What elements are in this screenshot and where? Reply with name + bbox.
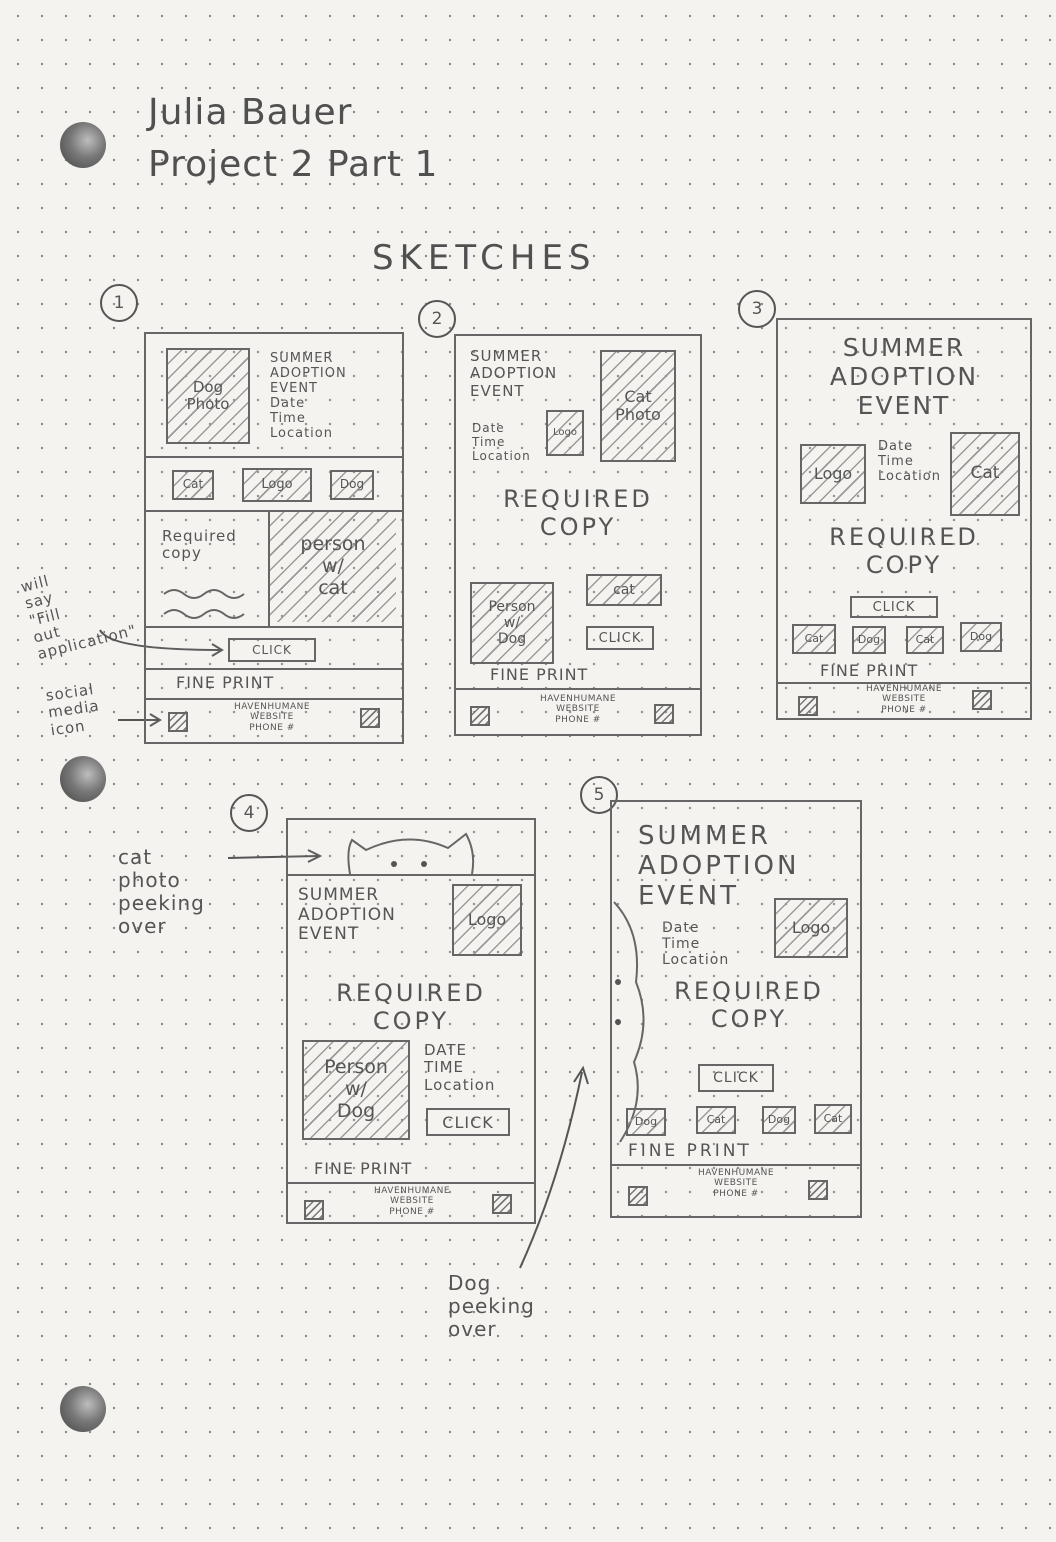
social-media-icon[interactable] — [628, 1186, 648, 1206]
cat-thumbnail: Cat — [172, 470, 214, 500]
footer-info: HAVENHUMANE WEBSITE PHONE # — [233, 702, 311, 733]
sketch-number: 5 — [580, 776, 618, 814]
click-button[interactable]: CLICK — [228, 638, 316, 662]
fine-print: FINE PRINT — [820, 661, 919, 680]
social-media-icon[interactable] — [972, 690, 992, 710]
click-button[interactable]: CLICK — [698, 1064, 774, 1092]
binder-hole — [60, 1386, 106, 1432]
author-name: Julia Bauer — [148, 92, 353, 133]
thumbnail: Cat — [696, 1106, 736, 1134]
cat-thumbnail: cat — [586, 574, 662, 606]
social-media-icon[interactable] — [470, 706, 490, 726]
event-title: SUMMER ADOPTION EVENT — [470, 347, 558, 400]
footer-info: HAVENHUMANE WEBSITE PHONE # — [697, 1168, 775, 1199]
fine-print: FINE PRINT — [490, 665, 589, 684]
required-copy: REQUIRED COPY — [503, 485, 653, 541]
event-title: SUMMER ADOPTION EVENT — [298, 885, 396, 945]
required-copy: REQUIRED COPY — [336, 979, 486, 1035]
logo-placeholder: Logo — [242, 468, 312, 502]
annotation-cat-peeking: cat photo peeking over — [118, 845, 205, 938]
project-title: Project 2 Part 1 — [148, 144, 439, 185]
dog-peeking-outline — [613, 901, 645, 1143]
fine-print: FINE PRINT — [314, 1159, 413, 1178]
footer-info: HAVENHUMANE WEBSITE PHONE # — [539, 694, 617, 725]
thumbnail: Dog — [852, 626, 886, 654]
sketch-number: 3 — [738, 290, 776, 328]
sketch-number: 4 — [230, 794, 268, 832]
required-copy: REQUIRED COPY — [829, 523, 979, 579]
thumbnail: Dog — [762, 1106, 796, 1134]
required-copy: REQUIRED COPY — [674, 977, 824, 1033]
event-details: Date Time Location — [878, 439, 941, 484]
sketch-2-frame: SUMMER ADOPTION EVENT Date Time Location… — [454, 334, 702, 736]
event-details: Date Time Location — [662, 920, 730, 969]
dog-thumbnail: Dog — [330, 470, 374, 500]
logo-placeholder: Logo — [800, 444, 866, 504]
thumbnail: Dog — [626, 1108, 666, 1136]
binder-hole — [60, 122, 106, 168]
thumbnail: Cat — [814, 1104, 852, 1134]
sketch-number: 2 — [418, 300, 456, 338]
cat-photo-placeholder: Cat — [950, 432, 1020, 516]
event-title: SUMMER ADOPTION EVENT — [638, 821, 800, 911]
person-with-dog-photo: Person w/ Dog — [470, 582, 554, 664]
sketch-1-frame: Dog Photo SUMMER ADOPTION EVENT Date Tim… — [144, 332, 404, 744]
click-button[interactable]: CLICK — [850, 596, 938, 618]
click-button[interactable]: CLICK — [586, 626, 654, 650]
event-title: SUMMER ADOPTION EVENT — [829, 333, 979, 420]
event-details: DATE TIME Location — [424, 1041, 496, 1094]
logo-placeholder: Logo — [452, 884, 522, 956]
sketch-5-frame: SUMMER ADOPTION EVENT Date Time Location… — [610, 800, 862, 1218]
event-details: SUMMER ADOPTION EVENT Date Time Location — [270, 351, 347, 441]
sketch-3-frame: SUMMER ADOPTION EVENT Logo Date Time Loc… — [776, 318, 1032, 720]
thumbnail: Cat — [906, 626, 944, 654]
dog-photo-placeholder: Dog Photo — [166, 348, 250, 444]
binder-hole — [60, 756, 106, 802]
fine-print: FINE PRINT — [176, 673, 275, 692]
social-media-icon[interactable] — [492, 1194, 512, 1214]
sketch-number: 1 — [100, 284, 138, 322]
thumbnail: Dog — [960, 622, 1002, 652]
social-media-icon[interactable] — [808, 1180, 828, 1200]
footer-info: HAVENHUMANE WEBSITE PHONE # — [865, 684, 943, 715]
event-details: Date Time Location — [472, 421, 531, 463]
annotation-dog-peeking: Dog peeking over — [448, 1271, 535, 1341]
required-copy: Required copy — [162, 527, 237, 563]
cat-peeking-outline — [347, 832, 475, 875]
social-media-icon[interactable] — [654, 704, 674, 724]
cat-photo-placeholder: Cat Photo — [600, 350, 676, 462]
footer-info: HAVENHUMANE WEBSITE PHONE # — [373, 1186, 451, 1217]
sketches-heading: SKETCHES — [372, 238, 597, 278]
thumbnail: Cat — [792, 624, 836, 654]
logo-placeholder: Logo — [546, 410, 584, 456]
logo-placeholder: Logo — [774, 898, 848, 958]
person-with-cat-photo: person w/ cat — [270, 512, 396, 622]
social-media-icon[interactable] — [360, 708, 380, 728]
person-with-dog-photo: Person w/ Dog — [302, 1040, 410, 1140]
sketch-4-frame: SUMMER ADOPTION EVENT Logo REQUIRED COPY… — [286, 818, 536, 1224]
fine-print: FINE PRINT — [628, 1141, 752, 1161]
click-button[interactable]: CLICK — [426, 1108, 510, 1136]
social-media-icon[interactable] — [798, 696, 818, 716]
social-media-icon[interactable] — [304, 1200, 324, 1220]
social-media-icon[interactable] — [168, 712, 188, 732]
